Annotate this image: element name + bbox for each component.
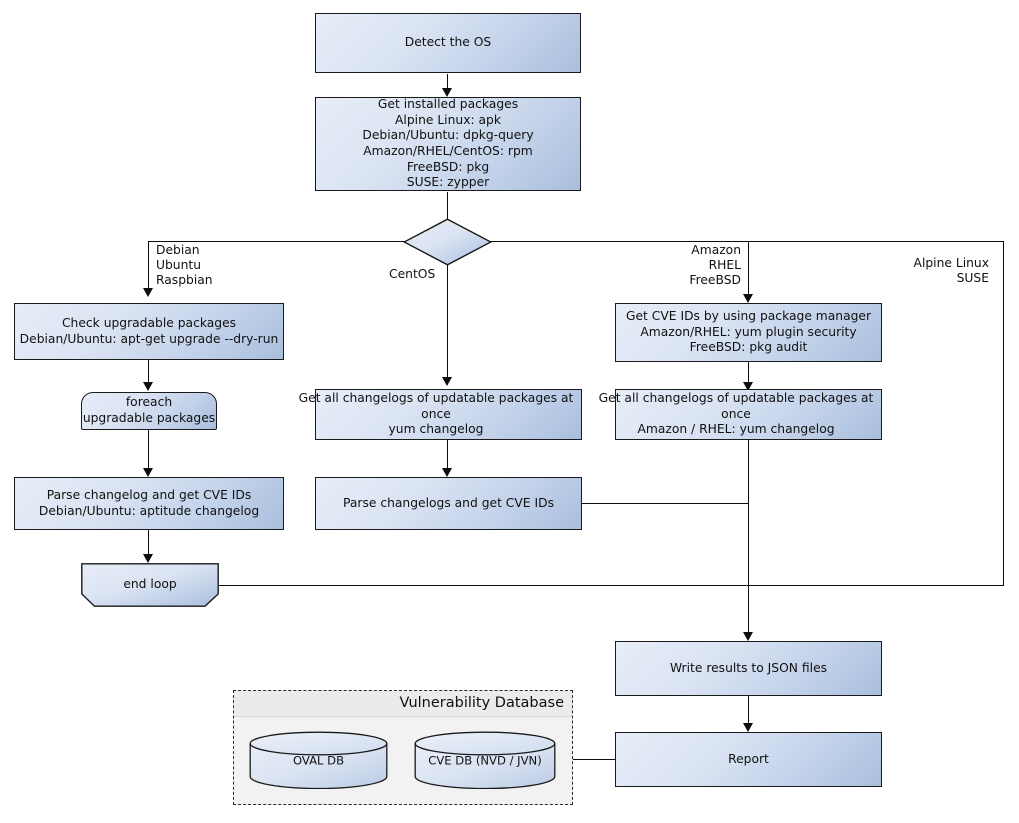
decision-diamond-icon <box>402 218 493 266</box>
db-cve[interactable]: CVE DB (NVD / JVN) <box>414 731 556 790</box>
arrowhead-endloop <box>143 554 153 563</box>
connector-trunk-to-writejson <box>748 440 750 635</box>
node-check-upgradable-label: Check upgradable packages Debian/Ubuntu:… <box>19 315 279 346</box>
connector-foreach-to-parse <box>148 430 150 472</box>
node-end-loop[interactable]: end loop <box>81 563 219 607</box>
arrowhead-packages <box>442 88 452 97</box>
connector-cvepkg-to-changelogs <box>748 362 750 389</box>
node-parse-changelogs-centos-label: Parse changelogs and get CVE IDs <box>343 495 554 510</box>
arrowhead-parse-changelog <box>143 468 153 477</box>
node-get-installed-packages[interactable]: Get installed packages Alpine Linux: apk… <box>315 97 581 191</box>
node-cve-ids-package-manager-label: Get CVE IDs by using package manager Ama… <box>625 309 872 355</box>
connector-alpine-down <box>1003 241 1005 586</box>
connector-left-branch-down <box>148 241 150 291</box>
group-title-label: Vulnerability Database <box>399 695 564 711</box>
db-oval[interactable]: OVAL DB <box>249 731 388 790</box>
node-changelogs-centos-label: Get all changelogs of updatable packages… <box>298 391 574 437</box>
connector-check-to-foreach <box>148 360 150 387</box>
node-check-upgradable[interactable]: Check upgradable packages Debian/Ubuntu:… <box>14 303 284 360</box>
node-changelogs-amazon[interactable]: Get all changelogs of updatable packages… <box>599 389 882 440</box>
cylinder-icon-oval-db <box>249 731 388 790</box>
node-write-results-json[interactable]: Write results to JSON files <box>615 641 882 696</box>
node-parse-changelogs-centos[interactable]: Parse changelogs and get CVE IDs <box>315 477 582 530</box>
node-foreach-label: foreach upgradable packages <box>82 395 216 425</box>
db-cve-label: CVE DB (NVD / JVN) <box>428 753 542 768</box>
edge-label-debian: Debian Ubuntu Raspbian <box>156 243 213 288</box>
node-parse-changelog-debian-label: Parse changelog and get CVE IDs Debian/U… <box>38 487 260 518</box>
node-parse-changelog-debian[interactable]: Parse changelog and get CVE IDs Debian/U… <box>14 477 284 530</box>
node-end-loop-label: end loop <box>123 577 177 592</box>
arrowhead-report <box>743 723 753 732</box>
connector-vulndb-to-report <box>556 759 615 761</box>
edge-label-amazon: Amazon RHEL FreeBSD <box>689 243 741 288</box>
node-changelogs-amazon-label: Get all changelogs of updatable packages… <box>598 391 874 437</box>
cylinder-icon-cve-db <box>414 731 556 790</box>
node-detect-os[interactable]: Detect the OS <box>315 13 581 73</box>
node-cve-ids-package-manager[interactable]: Get CVE IDs by using package manager Ama… <box>615 303 882 362</box>
connector-parse-to-endloop <box>148 530 150 560</box>
edge-label-alpine: Alpine Linux SUSE <box>913 256 989 286</box>
connector-parse-changelogs-right <box>582 503 749 505</box>
arrowhead-foreach <box>143 382 153 391</box>
group-titlebar <box>234 691 572 717</box>
node-detect-os-label: Detect the OS <box>404 35 492 50</box>
connector-decision-right <box>490 241 1004 243</box>
arrowhead-changelogs-amazon <box>743 382 753 391</box>
connector-centos-changelogs-to-parse <box>447 440 449 475</box>
end-loop-shape-icon <box>81 563 219 607</box>
arrowhead-parse-changelogs <box>442 468 452 477</box>
connector-amazon-branch-down <box>748 241 750 296</box>
connector-decision-left <box>148 241 404 243</box>
node-changelogs-centos[interactable]: Get all changelogs of updatable packages… <box>299 389 582 440</box>
arrowhead-write-json <box>743 632 753 641</box>
node-foreach[interactable]: foreach upgradable packages <box>81 392 217 430</box>
connector-packages-to-decision <box>447 192 449 219</box>
connector-endloop-right <box>219 585 1004 587</box>
connector-detect-to-packages <box>447 74 449 95</box>
node-write-results-json-label: Write results to JSON files <box>669 660 828 675</box>
arrowhead-centos-changelogs <box>442 377 452 386</box>
connector-writejson-to-report <box>748 696 750 728</box>
arrowhead-cve-pkgmanager <box>743 294 753 303</box>
db-oval-label: OVAL DB <box>292 753 345 768</box>
arrowhead-check-upgradable <box>143 288 153 297</box>
edge-label-centos: CentOS <box>389 267 436 281</box>
node-get-installed-packages-label: Get installed packages Alpine Linux: apk… <box>362 97 534 190</box>
connector-decision-centos <box>447 265 449 380</box>
node-report-label: Report <box>728 751 769 766</box>
node-report[interactable]: Report <box>615 732 882 787</box>
node-decision-os[interactable] <box>402 218 493 266</box>
